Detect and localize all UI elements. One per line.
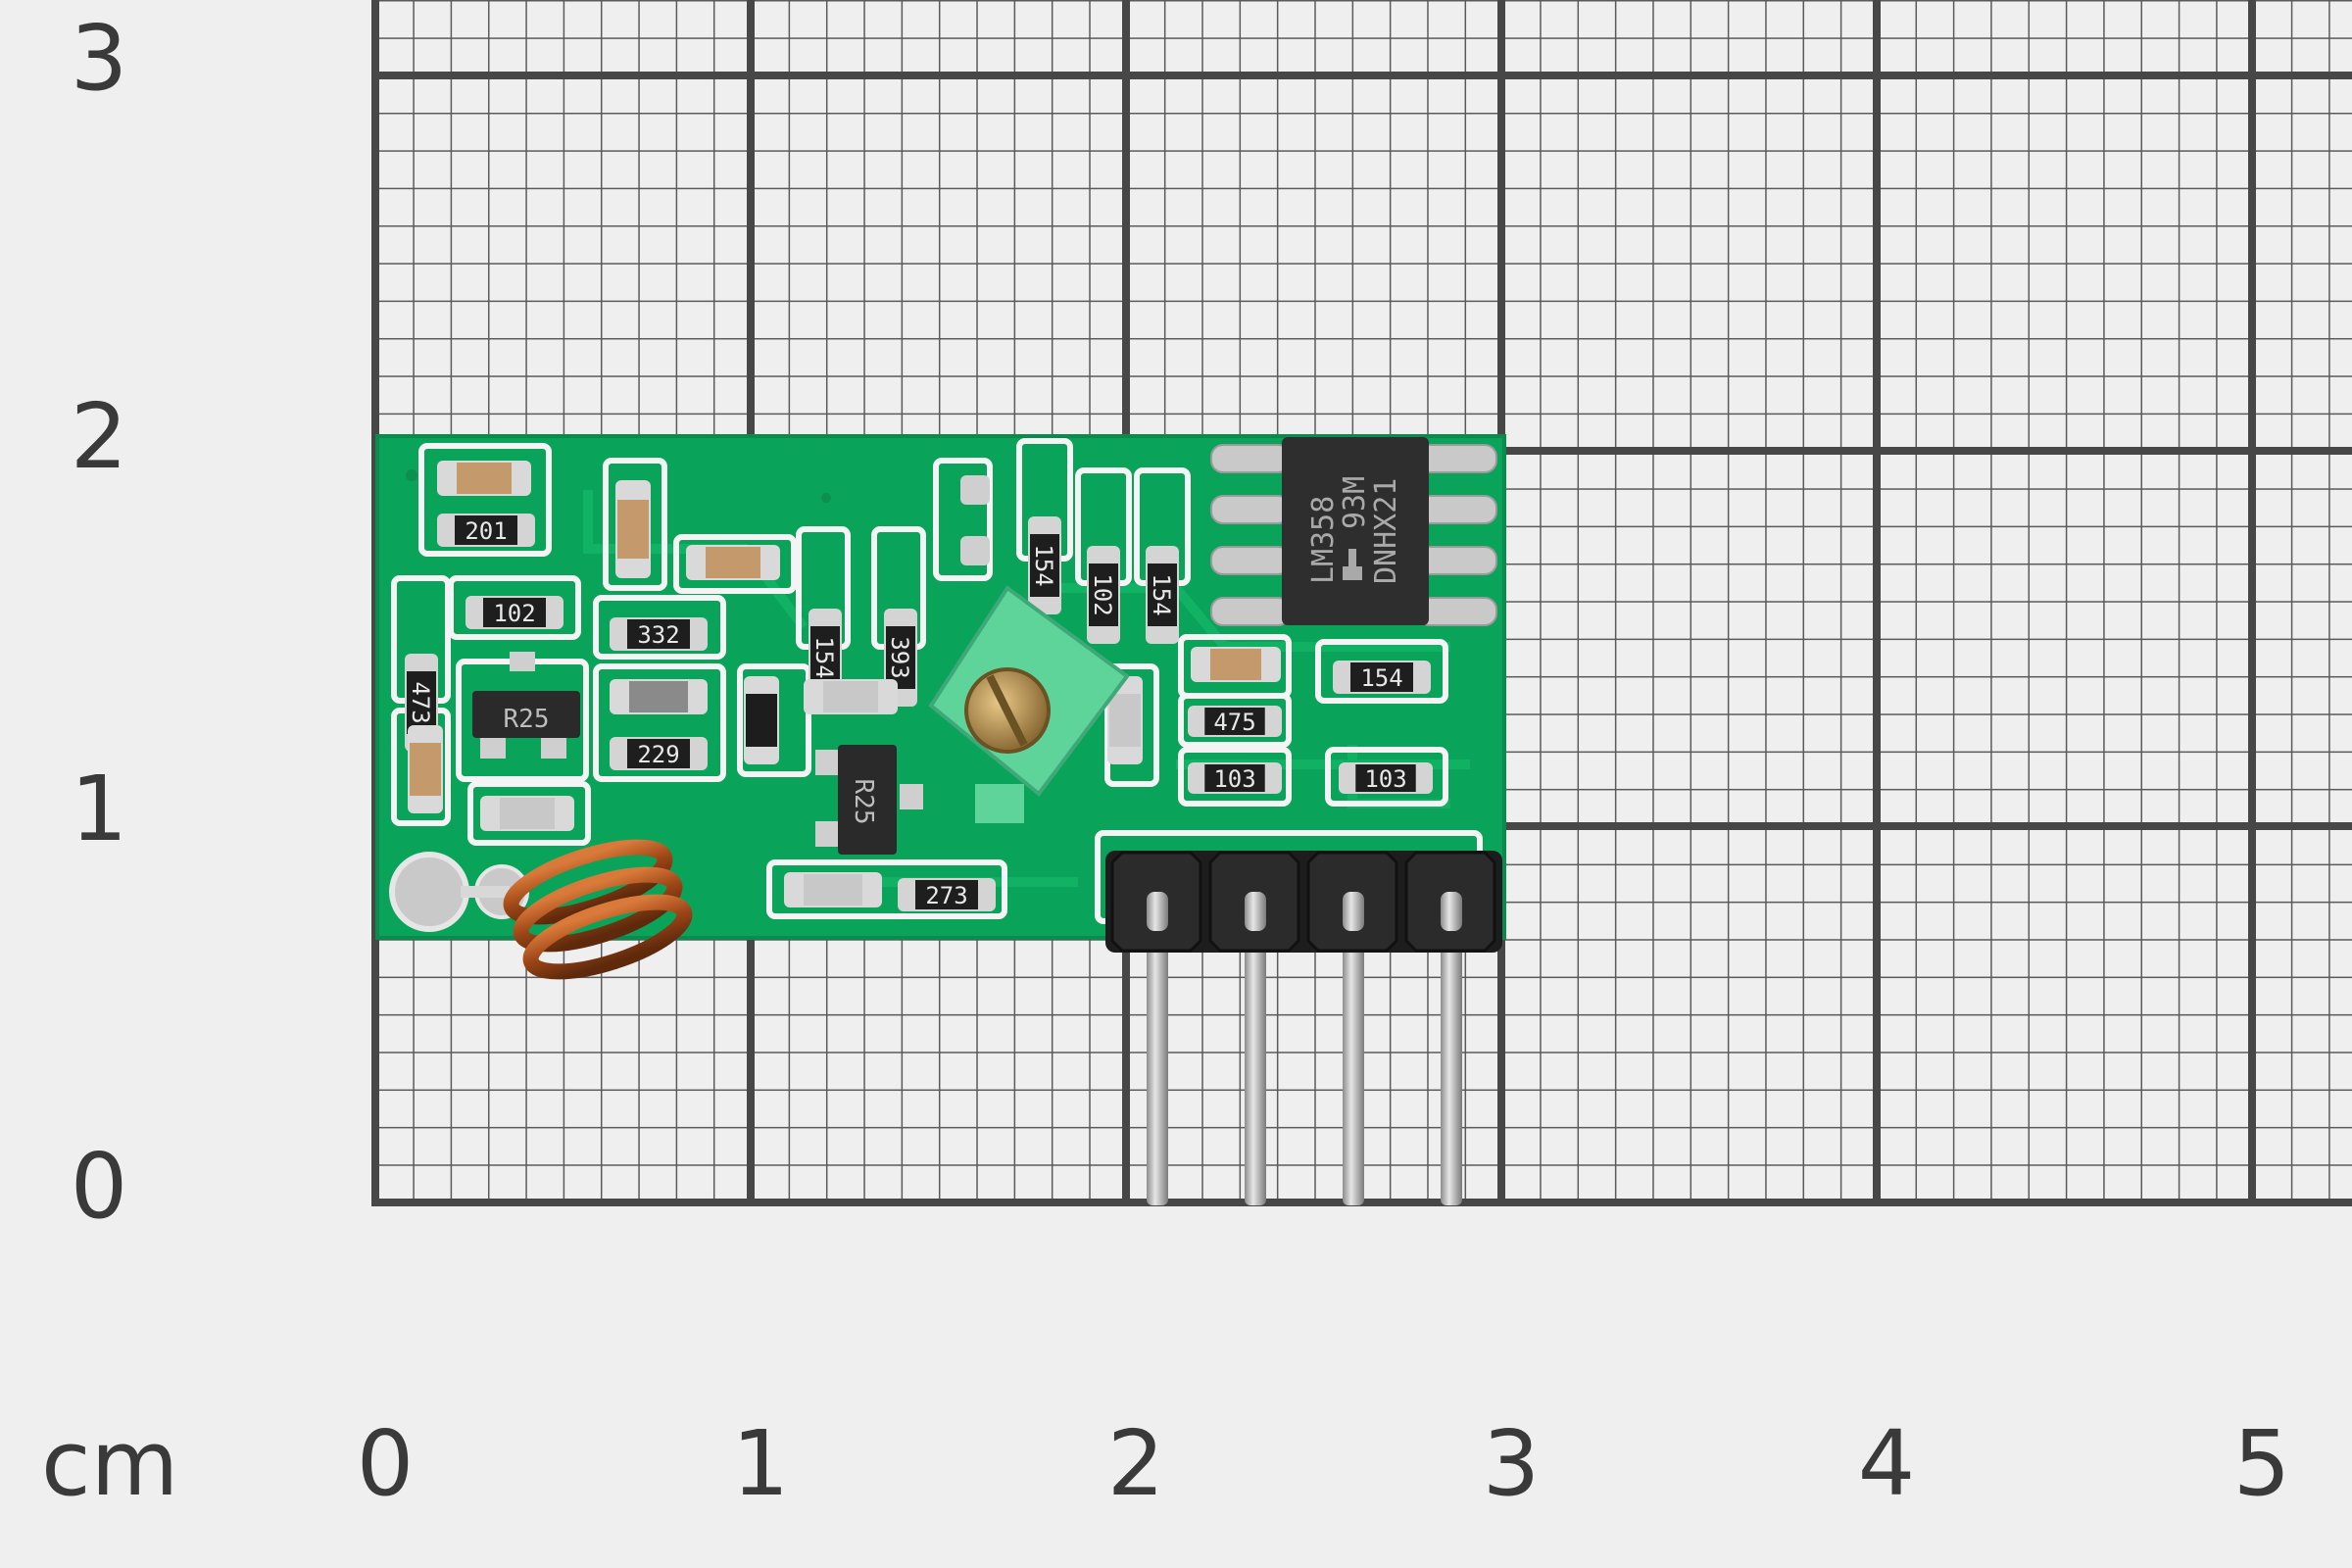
smd-resistor-code: 154 (1030, 544, 1057, 586)
smd-resistor-code: 154 (1360, 664, 1402, 692)
smd-resistor-code: 102 (493, 600, 535, 627)
smd-resistor-code: 103 (1364, 765, 1406, 793)
mounting-pad (389, 852, 469, 932)
smd-resistor-code: 154 (810, 636, 838, 678)
transistor-q2: R25 (815, 745, 923, 855)
trimmer-potentiometer (928, 585, 1130, 823)
x-tick-label-0: 0 (356, 1411, 415, 1516)
header-pins (1147, 911, 1462, 1205)
unit-label: cm (41, 1411, 179, 1516)
smd-resistor-code: 103 (1213, 765, 1255, 793)
smd-resistor: 332 (610, 617, 708, 651)
x-tick-label-4: 4 (1857, 1411, 1916, 1516)
smd-resistor-code: 201 (465, 517, 507, 545)
smd-resistor-code: 154 (1148, 573, 1175, 615)
smd-resistor: 154 (1333, 661, 1431, 694)
smd-resistor-code: 273 (925, 882, 967, 909)
chip-marking-line-1: LM358 (1306, 496, 1341, 584)
x-tick-label-1: 1 (731, 1411, 790, 1516)
transistor-q1-label: R25 (504, 705, 550, 734)
y-tick-label-2: 2 (70, 384, 128, 489)
y-tick-label-3: 3 (70, 6, 128, 111)
smd-capacitors (408, 461, 1281, 907)
smd-resistor: 102 (1087, 546, 1120, 644)
y-tick-label-1: 1 (70, 757, 128, 861)
x-tick-label-5: 5 (2232, 1411, 2291, 1516)
smd-resistor: 103 (1339, 762, 1433, 794)
smd-resistor-code: 475 (1213, 709, 1255, 736)
smd-resistor-code: 473 (407, 681, 434, 723)
smd-resistor-code: 393 (886, 636, 913, 678)
smd-resistor: 103 (1188, 762, 1282, 794)
smd-resistor: 102 (466, 596, 564, 629)
smd-components: 201 102 473 332 229 154 393 154 102 154 154 475 103 1… (405, 514, 1433, 911)
smd-resistor-code: 332 (637, 621, 679, 649)
x-tick-label-3: 3 (1482, 1411, 1541, 1516)
smd-resistor: 201 (437, 514, 535, 547)
transistor-q1: R25 (472, 652, 580, 759)
op-amp-chip: LM358 93M DNHX21 (1210, 437, 1497, 626)
transistor-q2-label: R25 (849, 779, 878, 825)
chip-marking-line-3: DNHX21 (1369, 478, 1403, 584)
smd-resistor: 273 (898, 878, 996, 911)
y-tick-label-0: 0 (70, 1134, 128, 1239)
chip-marking-line-2: 93M (1338, 476, 1372, 529)
smd-resistor-code: 229 (637, 741, 679, 768)
smd-resistor: 475 (1188, 706, 1282, 737)
smd-resistor: 154 (1146, 546, 1179, 644)
coil-inductor (461, 839, 693, 980)
smd-resistor: 154 (1028, 516, 1061, 614)
x-tick-label-2: 2 (1106, 1411, 1165, 1516)
smd-resistor-code: 102 (1089, 573, 1116, 615)
ti-logo-icon (1343, 549, 1362, 580)
pin-header (1105, 851, 1502, 953)
smd-resistor: 229 (610, 737, 708, 770)
